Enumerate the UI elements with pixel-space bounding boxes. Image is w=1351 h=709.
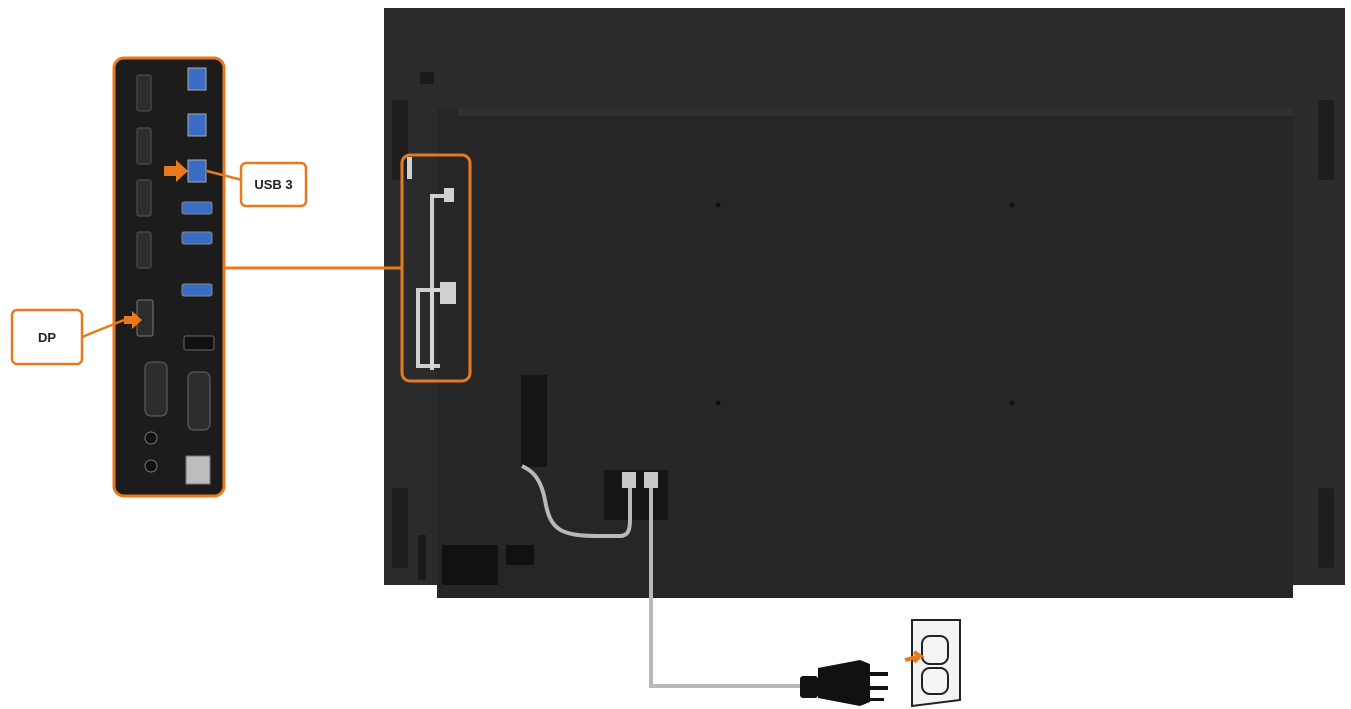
io-panel-icon <box>112 56 226 498</box>
power-cable <box>521 464 810 688</box>
usb3-callout: USB 3 <box>206 161 308 208</box>
power-plug-icon <box>800 660 888 706</box>
usb3-arrow-icon <box>164 160 188 182</box>
usb3-label: USB 3 <box>254 177 292 192</box>
dp-label: DP <box>38 330 56 345</box>
dp-arrow-icon <box>124 311 142 329</box>
monitor-back-icon <box>384 8 1345 598</box>
dp-callout: DP <box>10 308 125 366</box>
usb3-port <box>187 159 207 183</box>
cable-channel <box>407 157 456 370</box>
wall-outlet-icon <box>904 619 961 708</box>
